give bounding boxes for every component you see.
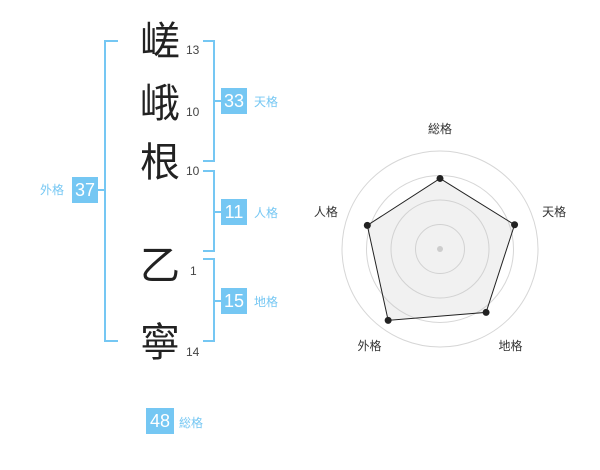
chikaku-label: 地格 bbox=[254, 295, 279, 309]
tenkaku-label: 天格 bbox=[254, 95, 279, 109]
jinkaku-value: 11 bbox=[221, 199, 247, 225]
soukaku-value: 48 bbox=[146, 408, 174, 434]
tenkaku-connector bbox=[213, 100, 221, 102]
radar-axis-label-1: 天格 bbox=[542, 204, 566, 219]
radar-axis-label-3: 外格 bbox=[357, 338, 381, 353]
gaikaku-connector bbox=[95, 189, 104, 191]
radar-ring-4 bbox=[341, 150, 539, 348]
radar-point-0 bbox=[436, 174, 444, 182]
name-char-1: 嵯 bbox=[140, 19, 180, 65]
soukaku-label: 総格 bbox=[179, 416, 204, 430]
gaikaku-label: 外格 bbox=[40, 183, 65, 197]
radar-polygon bbox=[366, 177, 516, 321]
radar-ring-2 bbox=[390, 199, 490, 299]
radar-axis-label-4: 人格 bbox=[314, 204, 338, 219]
name-char-5: 寧 bbox=[140, 320, 180, 366]
stroke-count-4: 1 bbox=[190, 264, 197, 278]
stroke-count-1: 13 bbox=[186, 43, 200, 57]
radar-axis-label-0: 総格 bbox=[428, 121, 452, 136]
gaikaku-value: 37 bbox=[72, 177, 98, 203]
radar-center-dot bbox=[437, 246, 443, 252]
gaikaku-bracket bbox=[104, 40, 118, 342]
stroke-count-3: 10 bbox=[186, 164, 200, 178]
chikaku-connector bbox=[213, 300, 221, 302]
radar-point-1 bbox=[511, 221, 519, 229]
radar-axis-label-2: 地格 bbox=[499, 338, 523, 353]
name-char-3: 根 bbox=[140, 140, 180, 186]
chikaku-value: 15 bbox=[221, 288, 247, 314]
name-char-2: 峨 bbox=[140, 81, 180, 127]
stroke-count-2: 10 bbox=[186, 105, 200, 119]
name-char-4: 乙 bbox=[140, 243, 180, 289]
radar-points bbox=[363, 174, 519, 324]
radar-point-3 bbox=[384, 316, 392, 324]
jinkaku-connector bbox=[213, 211, 221, 213]
tenkaku-value: 33 bbox=[221, 88, 247, 114]
stroke-count-5: 14 bbox=[186, 345, 200, 359]
radar-ring-1 bbox=[415, 224, 465, 274]
radar-point-4 bbox=[363, 221, 371, 229]
jinkaku-label: 人格 bbox=[254, 206, 279, 220]
radar-polygon-layer bbox=[366, 177, 516, 321]
radar-point-2 bbox=[482, 308, 490, 316]
